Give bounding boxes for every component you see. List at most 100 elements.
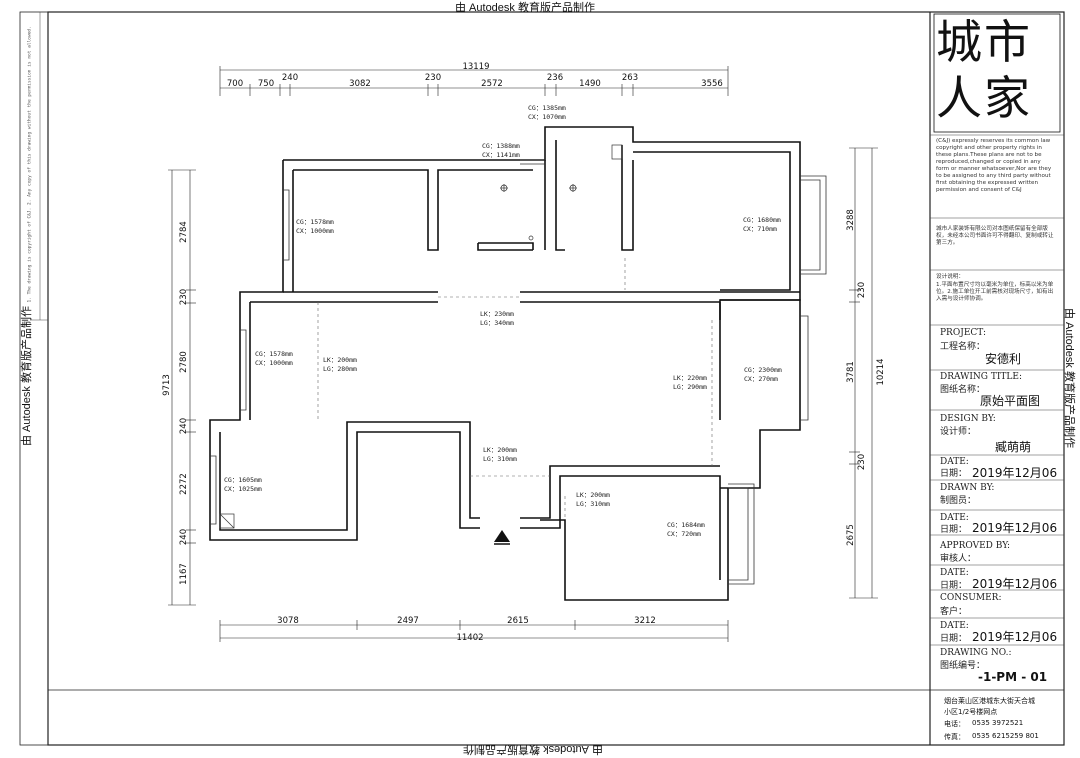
- autodesk-stamp-top: 由 Autodesk 教育版产品制作: [455, 2, 595, 14]
- svg-text:3212: 3212: [634, 616, 656, 626]
- date3-label-en: DATE:: [940, 568, 969, 578]
- right-dimension-lines: [849, 147, 878, 599]
- date2-label-cn: 日期：: [940, 525, 968, 535]
- top-dimension-lines: [219, 66, 729, 96]
- date4-value: 2019年12月06: [972, 630, 1058, 644]
- fixtures: [219, 144, 623, 529]
- dim-bottom-total: 11402: [456, 633, 483, 643]
- svg-text:240: 240: [179, 529, 189, 545]
- phone-value: 0535 3972521: [972, 719, 1024, 727]
- dim-right-total: 10214: [876, 358, 886, 385]
- address-line1: 烟台莱山区港城东大街天合城: [944, 697, 1035, 705]
- project-label-en: PROJECT:: [940, 328, 986, 338]
- svg-text:3082: 3082: [349, 79, 371, 89]
- svg-text:240: 240: [179, 418, 189, 434]
- date4-label-en: DATE:: [940, 621, 969, 631]
- fax-label: 传真：: [944, 733, 965, 741]
- approved-by-label-en: APPROVED BY:: [940, 541, 1011, 551]
- date1-label-cn: 日期：: [940, 469, 968, 479]
- consumer-label-cn: 客户：: [940, 607, 968, 617]
- date2-value: 2019年12月06: [972, 521, 1058, 535]
- project-label-cn: 工程名称：: [940, 342, 986, 352]
- copyright-en: (C&J) expressly reserves its common law …: [936, 138, 1052, 193]
- svg-text:263: 263: [622, 73, 638, 83]
- dim-left-total: 9713: [162, 374, 172, 396]
- company-logo: 城市 人家: [936, 15, 1032, 125]
- notes-title: 设计说明：: [936, 274, 964, 280]
- design-by-label-cn: 设计师：: [940, 427, 977, 437]
- svg-text:3556: 3556: [701, 79, 723, 89]
- openings: [317, 258, 713, 520]
- svg-text:700: 700: [227, 79, 243, 89]
- dim-top-total: 13119: [462, 62, 489, 72]
- copyright-cn: 城市人家装饰有限公司对本图纸保留有全部版权，未经本公司书面许可不得翻印、复制或转…: [936, 226, 1054, 246]
- svg-text:2675: 2675: [846, 524, 856, 546]
- drawing-no-label-cn: 图纸编号：: [940, 661, 986, 671]
- svg-text:230: 230: [857, 454, 867, 470]
- windows: [210, 159, 827, 585]
- drawn-by-label-en: DRAWN BY:: [940, 483, 995, 493]
- svg-text:2272: 2272: [179, 473, 189, 495]
- svg-text:1490: 1490: [579, 79, 601, 89]
- consumer-label-en: CONSUMER:: [940, 593, 1002, 603]
- date4-label-cn: 日期：: [940, 634, 968, 644]
- bottom-dimension-lines: [219, 620, 729, 642]
- svg-text:2572: 2572: [481, 79, 503, 89]
- svg-text:230: 230: [425, 73, 441, 83]
- phone-label: 电话：: [944, 720, 965, 728]
- svg-text:3288: 3288: [846, 209, 856, 231]
- design-by-label-en: DESIGN BY:: [940, 414, 996, 424]
- bottom-segment-labels: 3078 2497 2615 3212: [277, 616, 656, 626]
- svg-text:230: 230: [179, 289, 189, 305]
- svg-text:236: 236: [547, 73, 563, 83]
- approved-by-label-cn: 审核人：: [940, 554, 977, 564]
- date3-label-cn: 日期：: [940, 581, 968, 591]
- address-line2: 小区1/2号楼网点: [944, 708, 998, 716]
- drawing-no-value: -1-PM - 01: [978, 670, 1048, 684]
- drawing-no-label-en: DRAWING NO.:: [940, 648, 1012, 658]
- notes-text: 1.平面布置尺寸均以毫米为单位，标高以米为单位。2.施工单位开工前需核对现场尺寸…: [936, 282, 1054, 302]
- svg-text:2497: 2497: [397, 616, 419, 626]
- design-by-value: 臧萌萌: [995, 440, 1032, 454]
- project-value: 安德利: [985, 352, 1022, 366]
- fax-value: 0535 6215259 801: [972, 732, 1039, 740]
- svg-text:2615: 2615: [507, 616, 529, 626]
- svg-text:750: 750: [258, 79, 274, 89]
- drawing-title-value: 原始平面图: [980, 394, 1041, 408]
- drawn-by-label-cn: 制图员：: [940, 496, 977, 506]
- drawing-title-label-cn: 图纸名称：: [940, 385, 986, 395]
- right-segment-labels: 3288 230 3781 230 2675: [846, 209, 867, 546]
- svg-text:2784: 2784: [179, 221, 189, 243]
- left-segment-labels: 2784 230 2780 240 2272 240 1167: [179, 221, 189, 585]
- date3-value: 2019年12月06: [972, 577, 1058, 591]
- title-block-grid: [930, 134, 1064, 646]
- svg-text:2780: 2780: [179, 351, 189, 373]
- svg-text:230: 230: [857, 282, 867, 298]
- date2-label-en: DATE:: [940, 513, 969, 523]
- top-segment-labels: 700 750 240 3082 230 2572 236 1490 263 3…: [227, 73, 723, 89]
- left-dimension-lines: [168, 169, 196, 606]
- date1-value: 2019年12月06: [972, 466, 1058, 480]
- svg-text:1167: 1167: [179, 563, 189, 585]
- entry-arrow-icon: [494, 530, 510, 542]
- drawing-title-label-en: DRAWING TITLE:: [940, 372, 1022, 382]
- svg-text:240: 240: [282, 73, 298, 83]
- date1-label-en: DATE:: [940, 457, 969, 467]
- drawing-border: [47, 11, 1065, 746]
- svg-text:3781: 3781: [846, 361, 856, 383]
